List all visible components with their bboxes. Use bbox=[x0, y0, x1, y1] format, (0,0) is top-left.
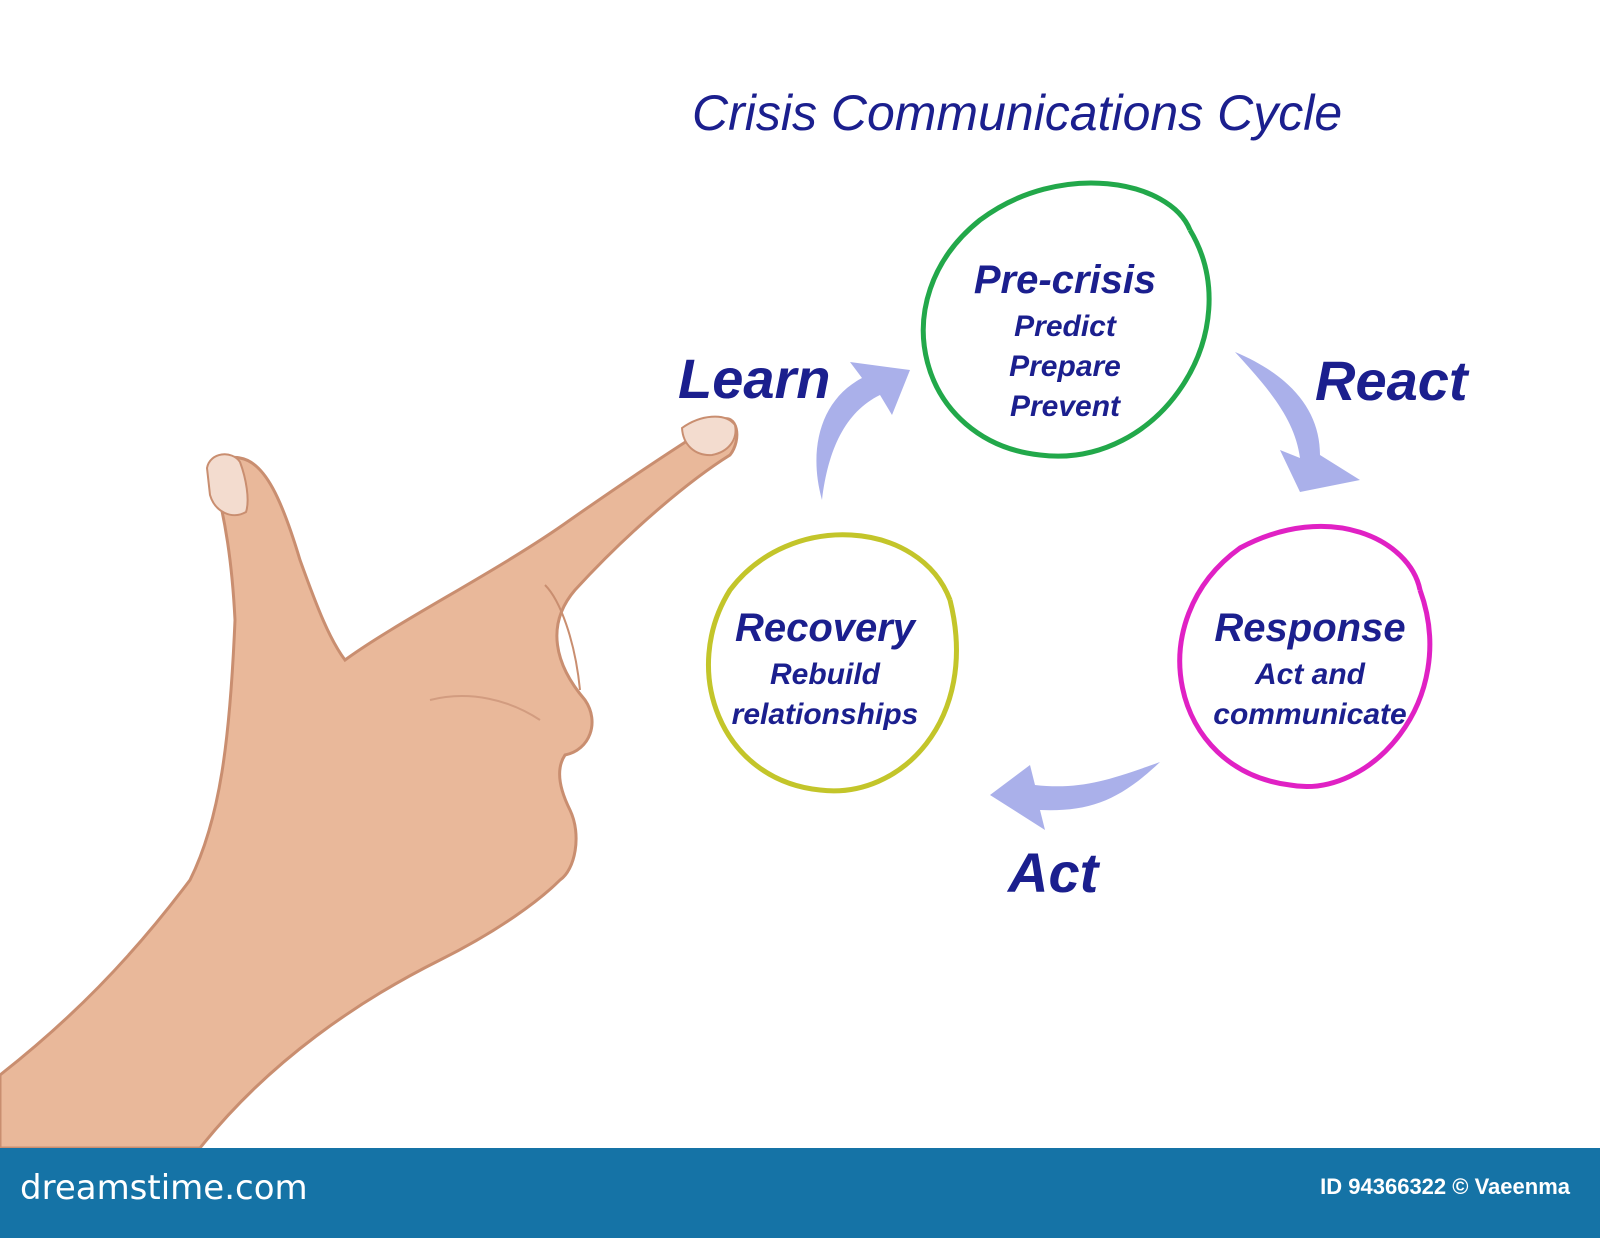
act-label: Act bbox=[1008, 841, 1099, 904]
response-circle bbox=[1177, 523, 1433, 789]
response-title: Response bbox=[1214, 606, 1406, 650]
response-line-2: communicate bbox=[1213, 698, 1407, 731]
footer-bar: dreamstime.com ID 94366322 © Vaeenma bbox=[0, 1148, 1600, 1238]
pre-crisis-line-2: Prepare bbox=[1009, 350, 1121, 383]
recovery-line-1: Rebuild bbox=[770, 658, 880, 691]
response-node: Response Act and communicate bbox=[1170, 606, 1450, 746]
act-arrow bbox=[990, 762, 1160, 830]
pre-crisis-title: Pre-crisis bbox=[973, 258, 1157, 302]
pre-crisis-circle bbox=[920, 180, 1212, 459]
pre-crisis-line-1: Predict bbox=[1014, 310, 1116, 343]
recovery-line-2: relationships bbox=[731, 698, 919, 731]
pointing-hand-illustration bbox=[0, 415, 739, 1150]
diagram-title: Crisis Communications Cycle bbox=[692, 85, 1343, 141]
recovery-title: Recovery bbox=[734, 606, 916, 650]
footer-brand: dreamstime.com bbox=[20, 1168, 308, 1208]
react-arrow bbox=[1235, 352, 1360, 492]
response-line-1: Act and bbox=[1254, 658, 1365, 691]
pre-crisis-line-3: Prevent bbox=[1009, 390, 1121, 423]
recovery-circle bbox=[706, 532, 959, 794]
learn-arrow bbox=[816, 362, 910, 500]
footer-credit: ID 94366322 © Vaeenma bbox=[1320, 1174, 1570, 1199]
recovery-node: Recovery Rebuild relationships bbox=[700, 606, 950, 746]
react-label: React bbox=[1315, 349, 1468, 412]
pre-crisis-node: Pre-crisis Predict Prepare Prevent bbox=[940, 258, 1190, 438]
learn-label: Learn bbox=[678, 347, 831, 410]
